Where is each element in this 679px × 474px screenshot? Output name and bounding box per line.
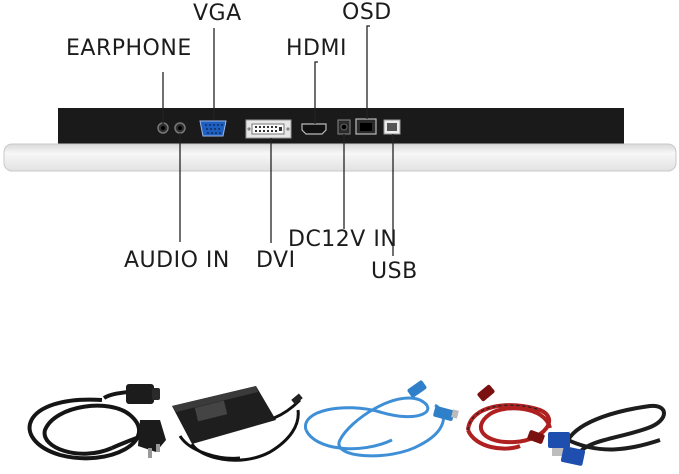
- vga-cable-accessory: [548, 403, 666, 466]
- usb-label: USB: [371, 259, 418, 284]
- audio-in-port: [174, 122, 186, 134]
- power-cord-accessory: [27, 384, 166, 461]
- hdmi-label: HDMI: [286, 36, 347, 61]
- vga-label: VGA: [193, 1, 242, 26]
- dvi-label: DVI: [256, 248, 296, 273]
- dc-in-port: [337, 119, 351, 135]
- power-adapter-accessory: [172, 386, 303, 462]
- usb-port: [383, 119, 401, 135]
- monitor-bezel: [3, 143, 677, 172]
- dvi-port: [245, 119, 292, 139]
- hdmi-cable-accessory: [466, 384, 552, 451]
- earphone-label: EARPHONE: [66, 36, 192, 61]
- dc-in-label: DC12V IN: [288, 227, 398, 252]
- leader-lines: [162, 25, 394, 256]
- earphone-port: [157, 122, 169, 134]
- vga-port: [199, 120, 227, 137]
- audio-in-label: AUDIO IN: [124, 248, 230, 273]
- osd-label: OSD: [342, 0, 392, 25]
- hdmi-port: [301, 123, 327, 135]
- usb-cable-accessory: [304, 380, 459, 458]
- osd-port: [355, 118, 377, 135]
